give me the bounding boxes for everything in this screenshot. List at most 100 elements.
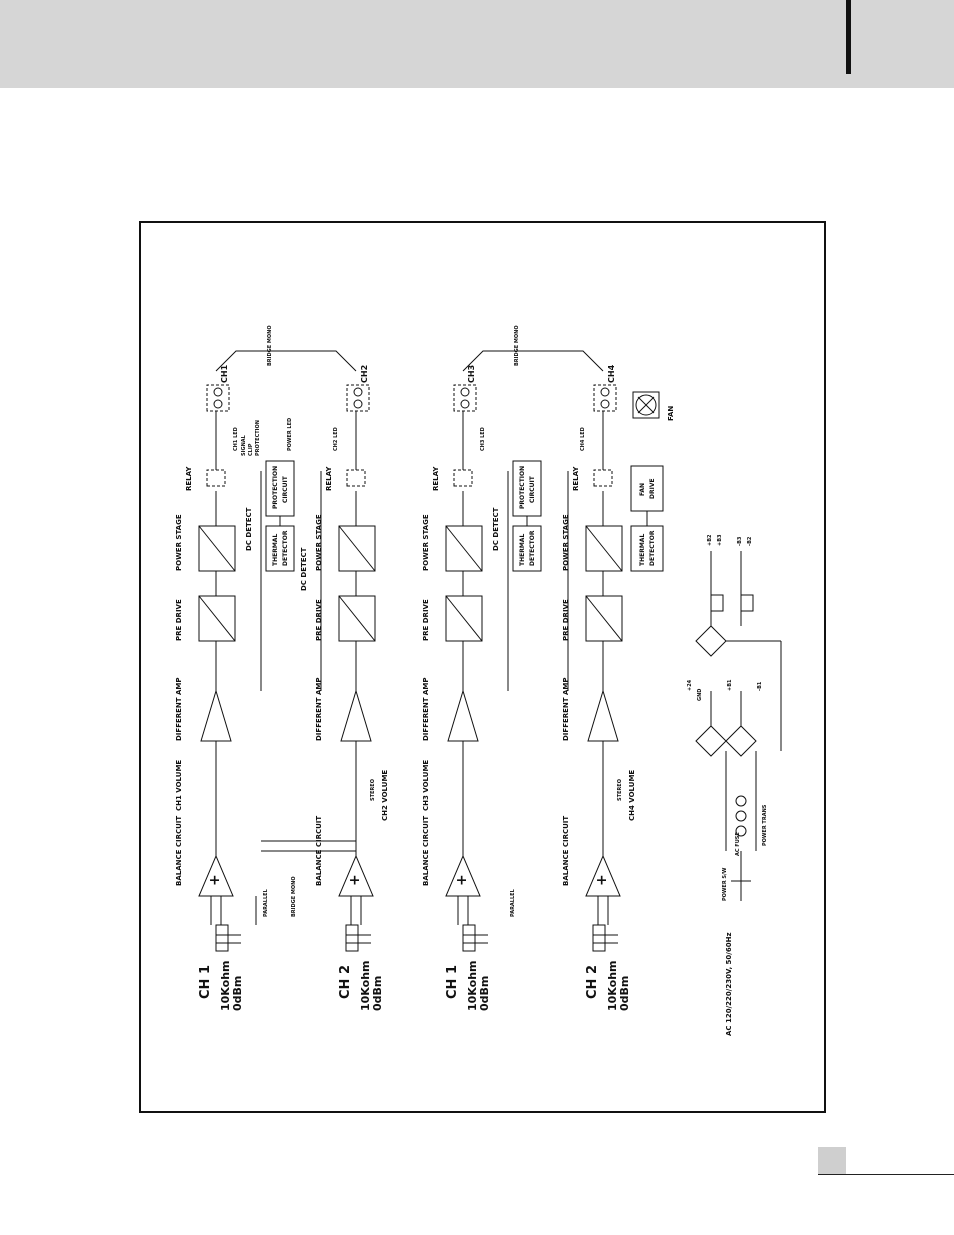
power-stage-label: POWER STAGE (315, 514, 323, 571)
balance-amp-symbol (198, 854, 234, 897)
plus-sign: + (454, 874, 470, 886)
input-impedance-label: 10Kohm (466, 961, 479, 1012)
power-trans-label: POWER TRANS (762, 804, 768, 846)
rail-label: -B1 (757, 681, 763, 691)
output-terminal (453, 384, 477, 412)
plus-sign: + (207, 874, 223, 886)
header-band (0, 0, 954, 88)
signal-label: SIGNAL (241, 434, 247, 456)
input-channel-label: CH 1 (445, 965, 460, 999)
balance-circuit-label: BALANCE CIRCUIT (422, 816, 430, 886)
pre-drive-label: PRE DRIVE (175, 599, 183, 641)
volume-label: CH1 VOLUME (175, 760, 183, 811)
pre-drive-box (585, 595, 623, 642)
pre-drive-box (338, 595, 376, 642)
input-impedance-label: 10Kohm (219, 961, 232, 1012)
detector-label: DETECTOR (529, 530, 536, 566)
bridge-rectifier (695, 625, 727, 657)
input-jack (462, 924, 476, 952)
thermal-detector-box-fan (630, 525, 664, 572)
different-amp-symbol (447, 689, 479, 742)
thermal-label: THERMAL (639, 534, 646, 566)
relay-label: RELAY (572, 466, 580, 491)
output-label: CH4 (607, 364, 616, 383)
relay-label: RELAY (432, 466, 440, 491)
output-terminal (206, 384, 230, 412)
rail-label: -B3 (737, 536, 743, 546)
input-level-label: 0dBm (371, 976, 384, 1011)
fan-label: FAN (667, 406, 675, 421)
block-diagram-frame: CH 1 10Kohm 0dBm BALANCE CIRCUIT + CH1 V… (139, 221, 826, 1113)
plus-sign: + (347, 874, 363, 886)
led-label: CH4 LED (580, 427, 586, 451)
different-amp-label: DIFFERENT AMP (562, 677, 570, 741)
input-jack (215, 924, 229, 952)
relay-box (453, 469, 473, 487)
different-amp-symbol (340, 689, 372, 742)
input-level-label: 0dBm (618, 976, 631, 1011)
power-stage-label: POWER STAGE (175, 514, 183, 571)
pre-drive-label: PRE DRIVE (315, 599, 323, 641)
different-amp-label: DIFFERENT AMP (315, 677, 323, 741)
power-stage-box (338, 525, 376, 572)
detector-label: DETECTOR (649, 530, 656, 566)
clip-label: CLIP (248, 443, 254, 456)
circuit-label: CIRCUIT (529, 475, 536, 503)
amplifier-group-2 (445, 350, 623, 952)
bridge-rectifier (695, 725, 727, 757)
fan-drive-label: DRIVE (649, 478, 656, 499)
protection-led-label: PROTECTION (255, 420, 261, 456)
ac-input-label: AC 120/220/230V, 50/60Hz (725, 932, 733, 1036)
power-stage-box (585, 525, 623, 572)
power-stage-label: POWER STAGE (562, 514, 570, 571)
balance-amp-symbol (338, 854, 374, 897)
rail-label: +B3 (717, 534, 723, 546)
ac-fuse-label: AC FUSE (735, 832, 741, 856)
detector-label: DETECTOR (282, 530, 289, 566)
fan-icon (632, 391, 660, 419)
balance-circuit-label: BALANCE CIRCUIT (175, 816, 183, 886)
balance-amp-symbol (445, 854, 481, 897)
bridge-mono-switch-label: BRIDGE MONO (291, 876, 297, 917)
volume-label: CH2 VOLUME (381, 770, 389, 821)
rail-label: GND (697, 689, 703, 701)
protection-circuit-box (265, 460, 295, 517)
amplifier-group-1 (198, 350, 376, 952)
input-channel-label: CH 2 (585, 965, 600, 999)
power-stage-box (198, 525, 236, 572)
bridge-mono-bracket (215, 350, 357, 372)
power-supply (695, 551, 782, 901)
circuit-label: CIRCUIT (282, 475, 289, 503)
rail-label: +B1 (727, 679, 733, 691)
volume-label: CH4 VOLUME (628, 770, 636, 821)
input-channel-label: CH 2 (338, 965, 353, 999)
bridge-rectifier (725, 725, 757, 757)
relay-box (206, 469, 226, 487)
bridge-mono-label: BRIDGE MONO (267, 325, 273, 366)
dc-detect-label: DC DETECT (245, 507, 253, 551)
power-stage-box (445, 525, 483, 572)
different-amp-label: DIFFERENT AMP (422, 677, 430, 741)
channel-row-a (445, 384, 509, 952)
relay-box (593, 469, 613, 487)
channel-row-b (320, 384, 376, 952)
thermal-detector-box (265, 525, 295, 572)
relay-label: RELAY (325, 466, 333, 491)
pre-drive-box (198, 595, 236, 642)
pre-drive-box (445, 595, 483, 642)
output-label: CH3 (467, 365, 476, 383)
volume-label: CH3 VOLUME (422, 760, 430, 811)
rail-label: +B2 (707, 534, 713, 546)
amplifier-block-diagram: CH 1 10Kohm 0dBm BALANCE CIRCUIT + CH1 V… (175, 325, 782, 1036)
input-level-label: 0dBm (231, 976, 244, 1011)
protection-label: PROTECTION (519, 466, 526, 509)
rail-label: +24 (687, 679, 693, 691)
header-marker (846, 0, 851, 74)
output-terminal (593, 384, 617, 412)
protection-label: PROTECTION (272, 466, 279, 509)
led-label: POWER LED (287, 418, 293, 451)
output-label: CH1 (220, 364, 229, 383)
different-amp-symbol (200, 689, 232, 742)
led-label: CH2 LED (333, 427, 339, 451)
protection-circuit-box (512, 460, 542, 517)
